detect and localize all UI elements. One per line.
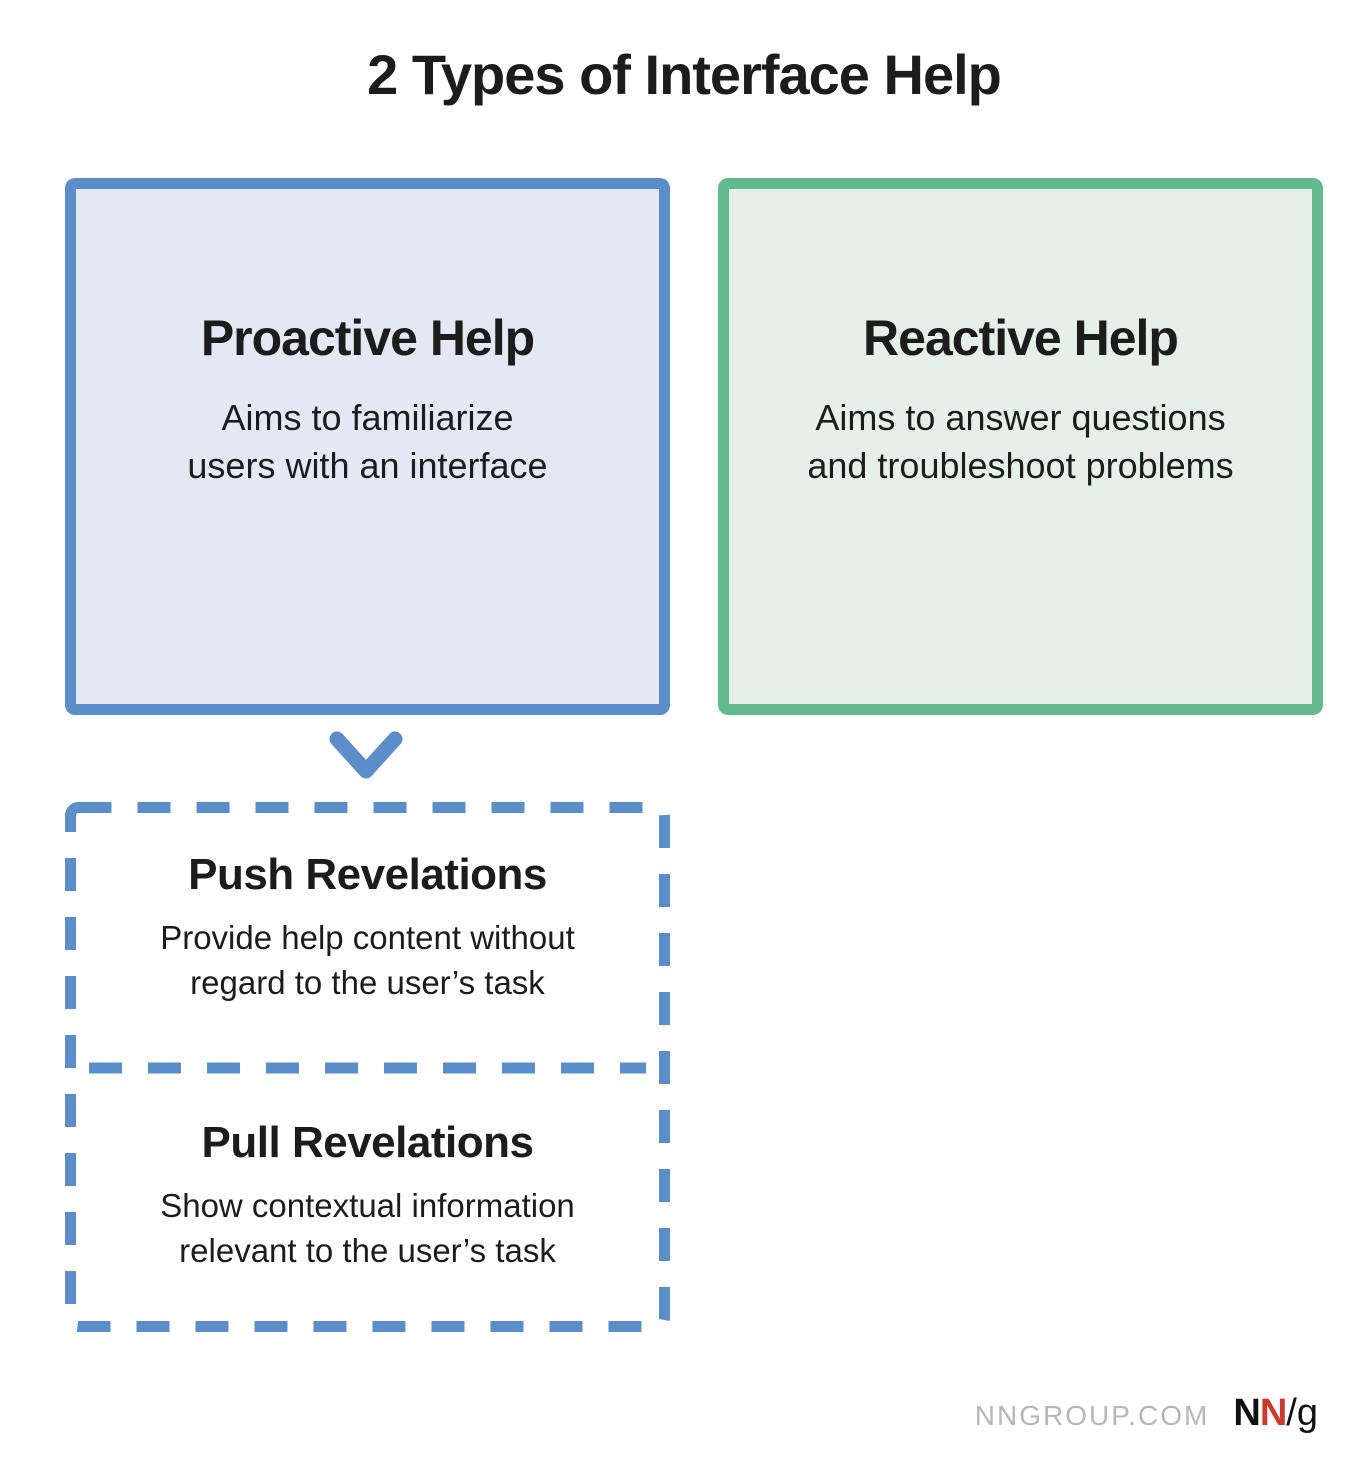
pull-revelations-description: Show contextual information relevant to … <box>65 1183 670 1274</box>
push-revelations-heading: Push Revelations <box>188 850 547 899</box>
pull-revelations-heading: Pull Revelations <box>201 1118 534 1167</box>
proactive-help-box: Proactive Help Aims to familiarize users… <box>65 178 670 715</box>
description-line: Aims to answer questions <box>815 397 1226 438</box>
description-line: Provide help content without <box>160 918 575 956</box>
push-revelations-section: Push Revelations Provide help content wi… <box>65 850 670 1006</box>
description-line: regard to the user’s task <box>190 964 545 1002</box>
revelations-dashed-box: Push Revelations Provide help content wi… <box>65 802 670 1332</box>
nngroup-url: NNGROUP.COM <box>974 1400 1210 1431</box>
reactive-help-box: Reactive Help Aims to answer questions a… <box>718 178 1323 715</box>
proactive-help-description: Aims to familiarize users with an interf… <box>76 394 659 490</box>
chevron-down-icon <box>329 731 403 788</box>
footer: NNGROUP.COM NN/g <box>975 1392 1318 1435</box>
pull-revelations-section: Pull Revelations Show contextual informa… <box>65 1118 670 1274</box>
nng-logo-n1: N <box>1233 1392 1260 1434</box>
description-line: Aims to familiarize <box>221 397 514 438</box>
nng-logo-slash-g: /g <box>1286 1392 1318 1434</box>
description-line: users with an interface <box>187 444 548 486</box>
dashed-border <box>65 802 670 1332</box>
reactive-help-heading: Reactive Help <box>863 310 1179 366</box>
nng-logo: NN/g <box>1233 1392 1318 1435</box>
description-line: and troubleshoot problems <box>807 444 1234 486</box>
nng-logo-n2: N <box>1259 1392 1287 1434</box>
page-title: 2 Types of Interface Help <box>367 43 1002 106</box>
reactive-help-description: Aims to answer questions and troubleshoo… <box>729 394 1312 490</box>
proactive-help-heading: Proactive Help <box>200 310 535 366</box>
push-revelations-description: Provide help content without regard to t… <box>65 915 670 1006</box>
description-line: relevant to the user’s task <box>179 1232 556 1270</box>
description-line: Show contextual information <box>160 1186 575 1224</box>
